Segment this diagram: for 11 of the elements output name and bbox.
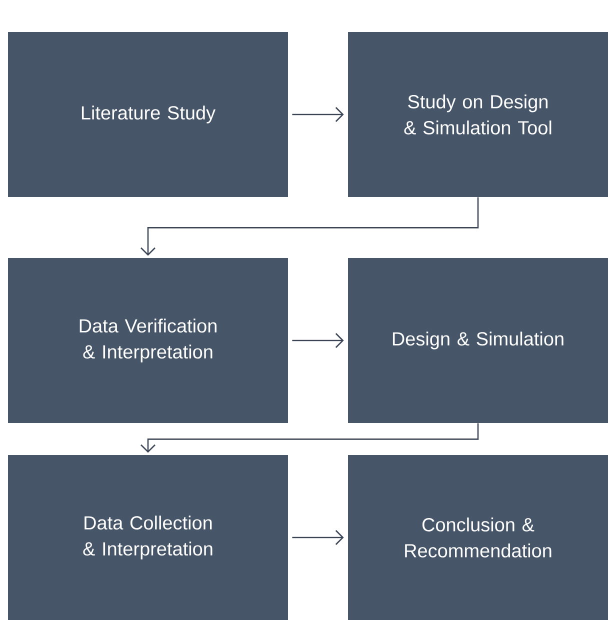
arrow [292, 530, 344, 545]
process-box: Data Collection & Interpretation [8, 455, 288, 620]
process-box: Conclusion & Recommendation [348, 455, 608, 620]
arrow [292, 333, 344, 348]
process-box: Design & Simulation [348, 258, 608, 423]
arrow [140, 423, 479, 453]
arrow [140, 197, 479, 256]
process-box: Study on Design & Simulation Tool [348, 32, 608, 197]
process-box: Literature Study [8, 32, 288, 197]
process-box: Data Verification & Interpretation [8, 258, 288, 423]
arrow [292, 107, 344, 122]
